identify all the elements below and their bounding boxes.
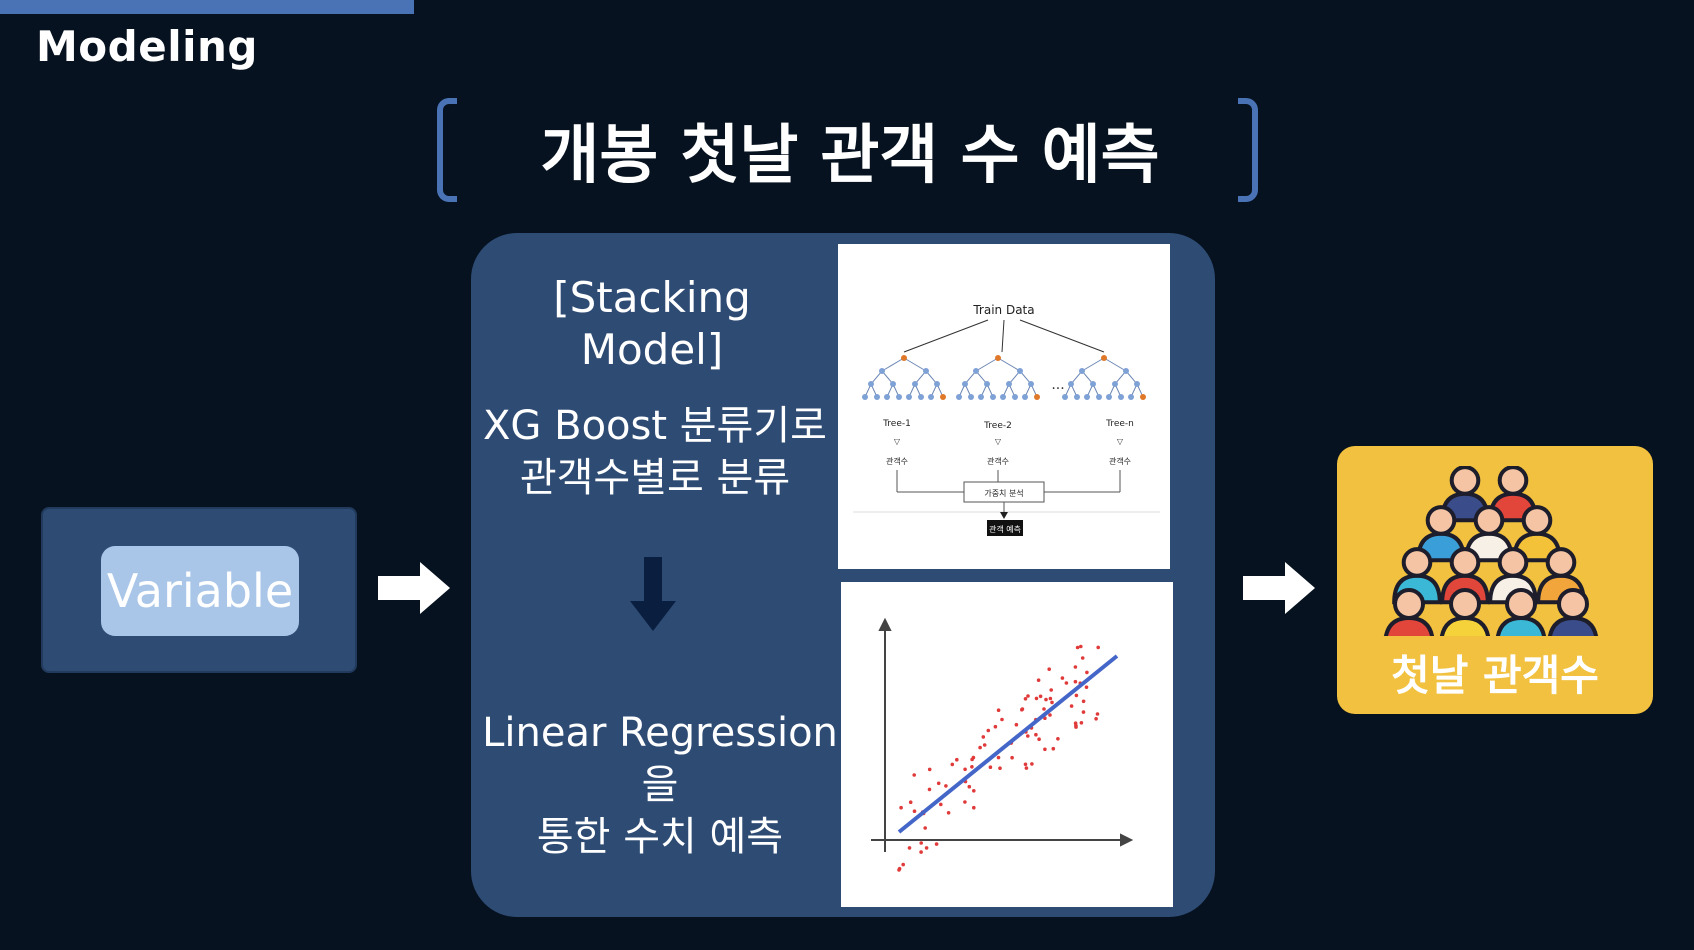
tree-ellipsis: ... (1051, 377, 1064, 393)
stacking-model-label: [Stacking Model] (553, 273, 751, 374)
tree-1-output: 관객수 (886, 456, 908, 466)
svg-text:▽: ▽ (1117, 437, 1124, 446)
tree-n-output: 관객수 (1109, 456, 1131, 466)
tree-2-label: Tree-2 (983, 421, 1012, 431)
aggregation-label: 가중치 분석 (984, 488, 1023, 498)
section-title: Modeling (36, 22, 258, 71)
xgboost-description: XG Boost 분류기로 관객수별로 분류 (480, 400, 830, 504)
title-bracket-right (1238, 98, 1258, 202)
linear-line1: Linear Regression을 (482, 710, 838, 808)
linear-regression-description: Linear Regression을 통한 수치 예측 (470, 707, 850, 863)
tree-n-label: Tree-n (1105, 419, 1134, 429)
main-title: 개봉 첫날 관객 수 예측 (540, 119, 1160, 193)
xgboost-line2: 관객수별로 분류 (519, 455, 791, 501)
first-day-audience-box (1337, 446, 1653, 714)
tree-2-output: 관객수 (987, 456, 1009, 466)
variable-pill: Variable (101, 546, 299, 636)
linear-line2: 통한 수치 예측 (536, 814, 784, 860)
regression-line (897, 654, 1119, 834)
right-arrow-icon (378, 562, 450, 614)
svg-text:▽: ▽ (894, 437, 901, 446)
first-day-audience-label: 첫날 관객수 (1391, 651, 1599, 700)
title-bracket-left (437, 98, 457, 202)
final-prediction-label: 관객 예측 (989, 524, 1021, 534)
xgboost-line1: XG Boost 분류기로 (483, 403, 827, 449)
tree-root-label: Train Data (972, 303, 1034, 317)
right-arrow-icon (1243, 562, 1315, 614)
svg-text:▽: ▽ (995, 437, 1002, 446)
down-arrow-icon (630, 557, 676, 631)
tree-1-label: Tree-1 (882, 419, 911, 429)
xgboost-tree-figure: Train Data ... Tree-1 Tree-2 Tree-n ▽ ▽ … (838, 244, 1170, 569)
audience-crowd-icon (1384, 466, 1598, 636)
linear-regression-figure (841, 582, 1173, 907)
top-accent-bar (0, 0, 414, 14)
